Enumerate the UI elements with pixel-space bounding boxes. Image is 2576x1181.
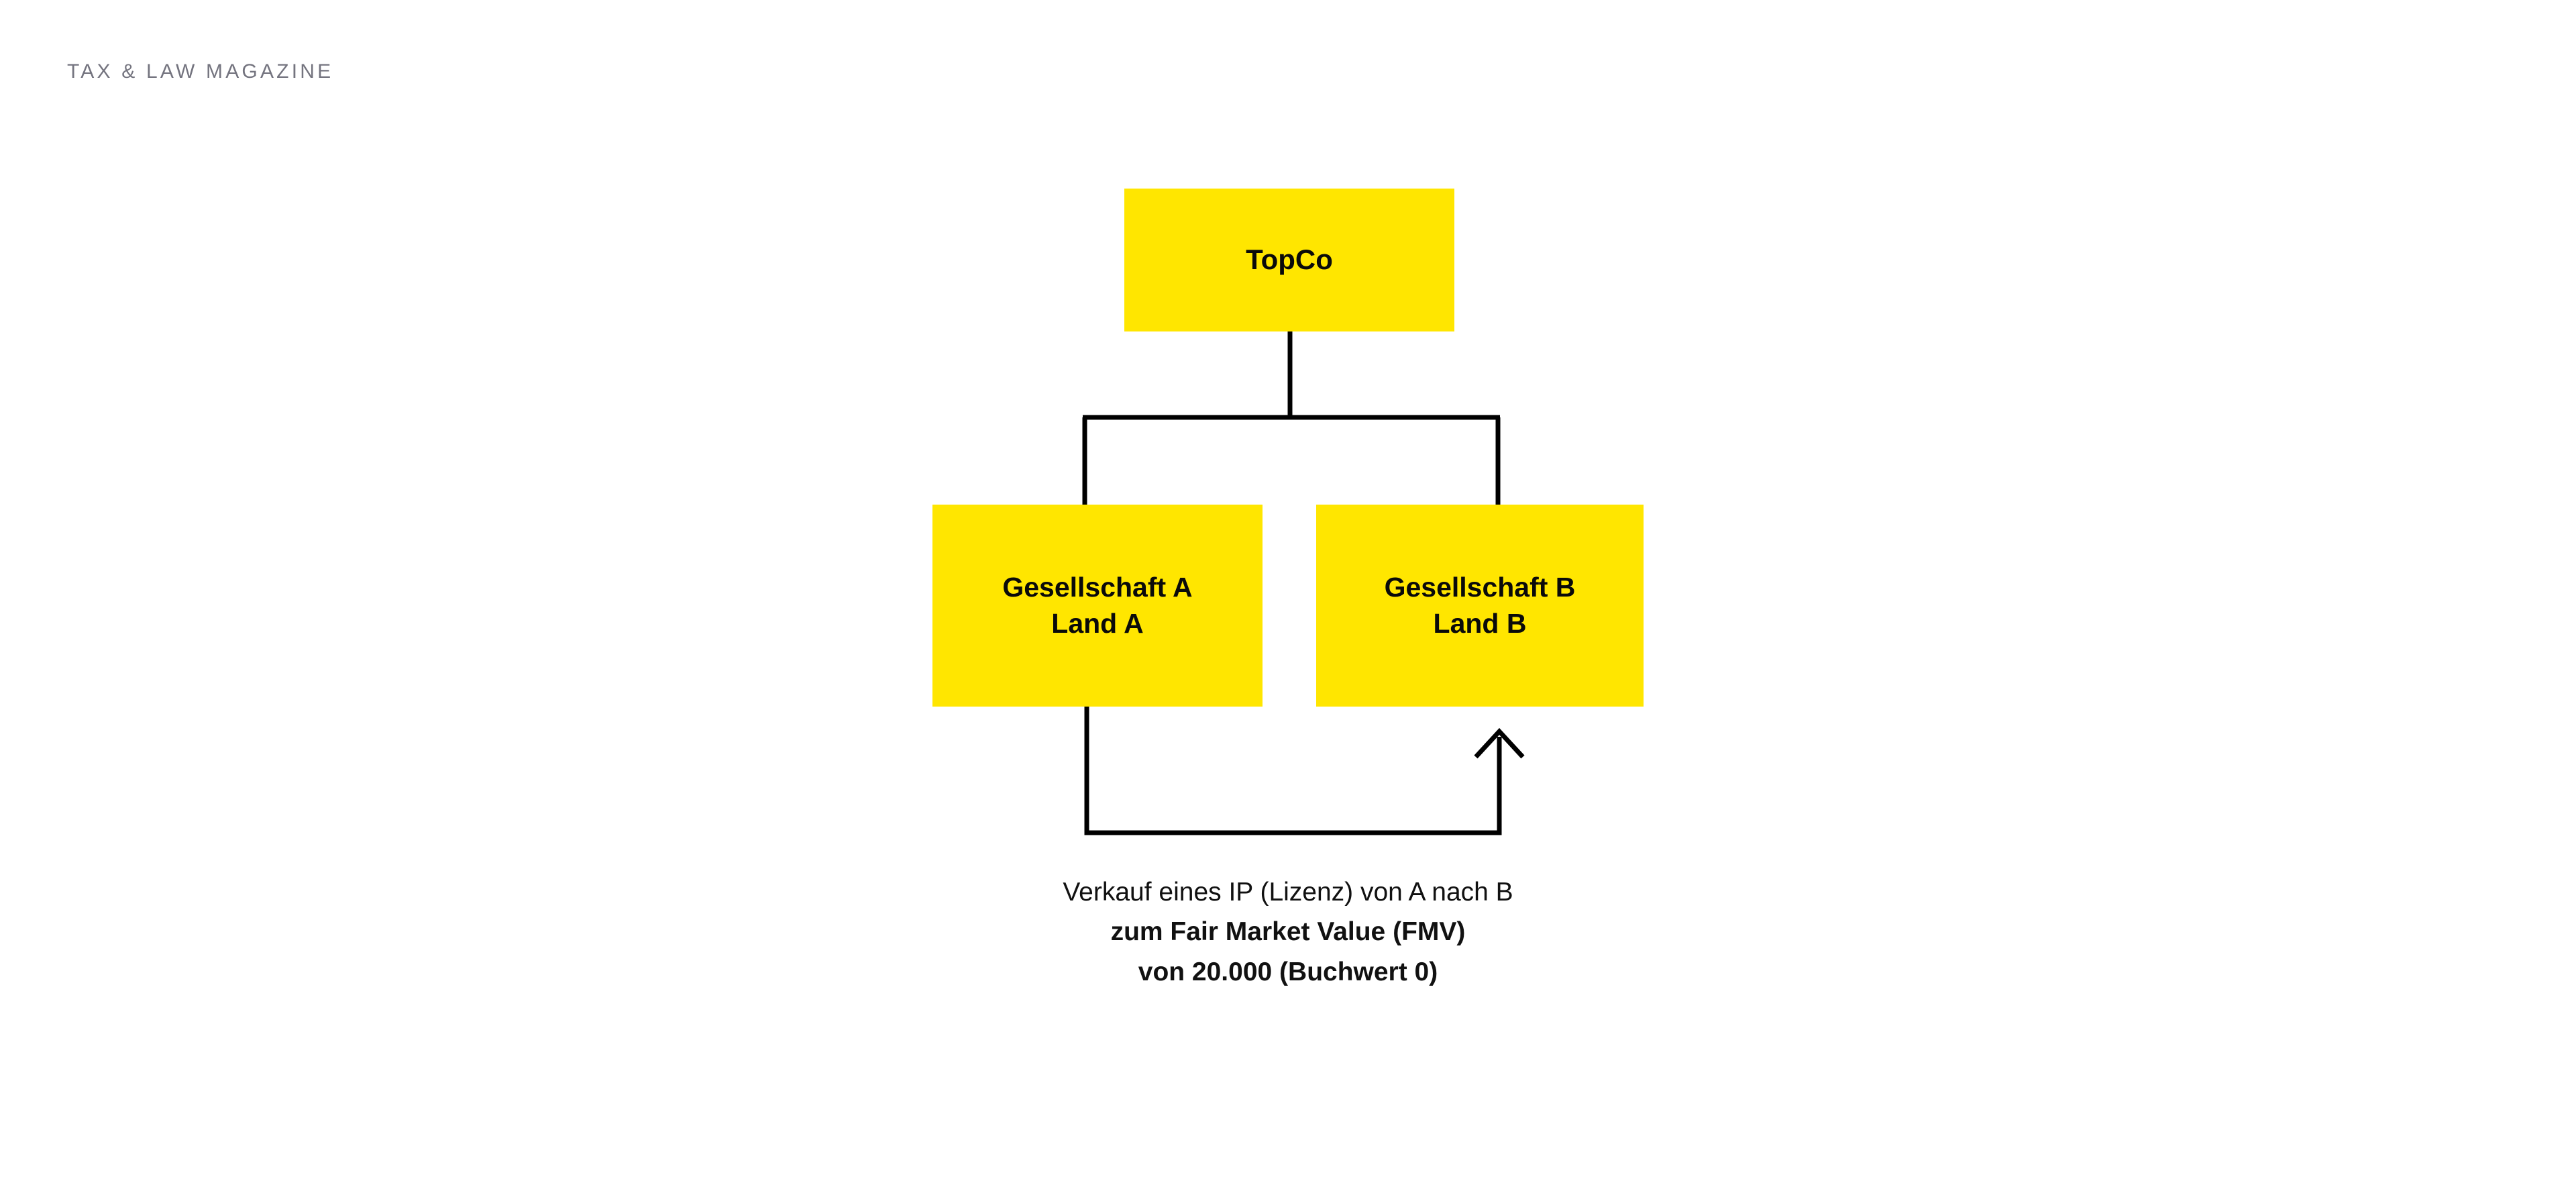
entity-box-gesellschaft-b[interactable]: Gesellschaft B Land B bbox=[1316, 505, 1644, 707]
flow-arrowhead-icon bbox=[1474, 727, 1525, 759]
caption-line-2: zum Fair Market Value (FMV) bbox=[1110, 917, 1466, 947]
entity-topco-name: TopCo bbox=[1246, 244, 1333, 276]
caption-line-3: von 20.000 (Buchwert 0) bbox=[1138, 957, 1438, 986]
diagram-caption: Verkauf eines IP (Lizenz) von A nach B z… bbox=[0, 872, 2576, 992]
flow-arrow-path bbox=[1084, 707, 1502, 835]
entity-gesellschaft-b-name: Gesellschaft B bbox=[1384, 572, 1576, 603]
publication-header: TAX & LAW MAGAZINE bbox=[67, 60, 334, 83]
caption-line-1: Verkauf eines IP (Lizenz) von A nach B bbox=[1063, 878, 1513, 907]
entity-box-topco[interactable]: TopCo bbox=[1124, 189, 1454, 331]
flow-arrow-a-to-b bbox=[1084, 707, 1525, 835]
entity-gesellschaft-a-name: Gesellschaft A bbox=[1002, 572, 1193, 603]
entity-gesellschaft-b-country: Land B bbox=[1433, 607, 1527, 639]
entity-box-gesellschaft-a[interactable]: Gesellschaft A Land A bbox=[932, 505, 1263, 707]
entity-gesellschaft-a-country: Land A bbox=[1051, 607, 1144, 639]
